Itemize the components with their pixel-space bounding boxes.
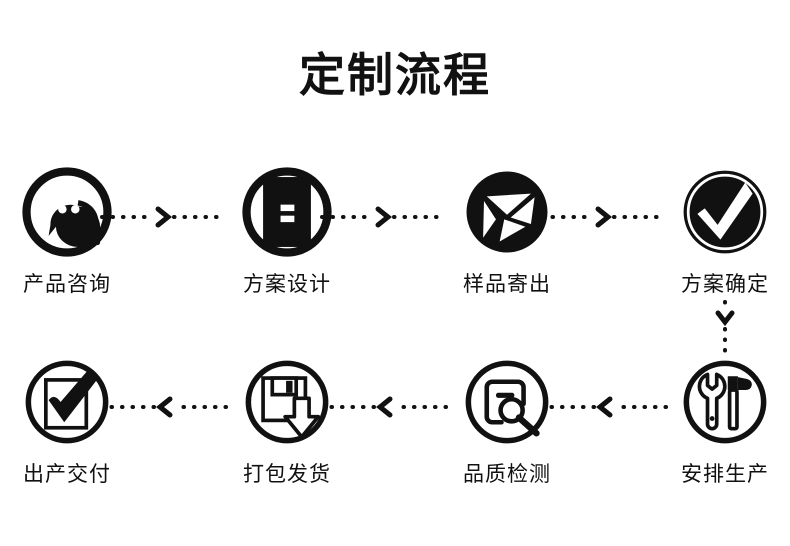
package-down-arrow-icon xyxy=(245,360,329,444)
step-4-solution-confirmed[interactable]: 方案确定 xyxy=(650,166,790,298)
step-6-quality-inspection[interactable]: 品质检测 xyxy=(432,356,582,488)
step-2-solution-design[interactable]: 方案设计 xyxy=(212,166,362,298)
step-label: 方案设计 xyxy=(243,272,331,296)
step-label: 打包发货 xyxy=(243,462,331,486)
connector-step3-to-step4 xyxy=(540,204,668,230)
step-label: 品质检测 xyxy=(463,462,551,486)
connector-step7-to-step8 xyxy=(100,394,228,420)
check-circle-filled-icon xyxy=(683,170,767,254)
connector-step1-to-step2 xyxy=(100,204,228,230)
step-5-arrange-production[interactable]: 安排生产 xyxy=(650,356,790,488)
step-8-delivery[interactable]: 出产交付 xyxy=(0,356,142,488)
step-label: 产品咨询 xyxy=(23,272,111,296)
chat-bubbles-icon xyxy=(22,167,112,257)
wrench-hammer-tools-icon xyxy=(683,360,767,444)
connector-step2-to-step3 xyxy=(320,204,448,230)
step-label: 方案确定 xyxy=(681,272,769,296)
step-label: 样品寄出 xyxy=(463,272,551,296)
paper-plane-send-icon xyxy=(466,171,548,253)
connector-step6-to-step7 xyxy=(320,394,448,420)
checkbox-checked-icon xyxy=(25,360,109,444)
document-design-icon xyxy=(242,167,332,257)
step-1-product-consultation[interactable]: 产品咨询 xyxy=(0,166,142,298)
step-3-sample-shipped[interactable]: 样品寄出 xyxy=(432,166,582,298)
connector-step5-to-step6 xyxy=(540,394,668,420)
step-7-packing-shipping[interactable]: 打包发货 xyxy=(212,356,362,488)
step-label: 出产交付 xyxy=(23,462,111,486)
connector-step4-to-step5 xyxy=(712,300,738,362)
step-label: 安排生产 xyxy=(681,462,769,486)
page-title: 定制流程 xyxy=(299,48,491,102)
document-magnifier-inspect-icon xyxy=(465,360,549,444)
